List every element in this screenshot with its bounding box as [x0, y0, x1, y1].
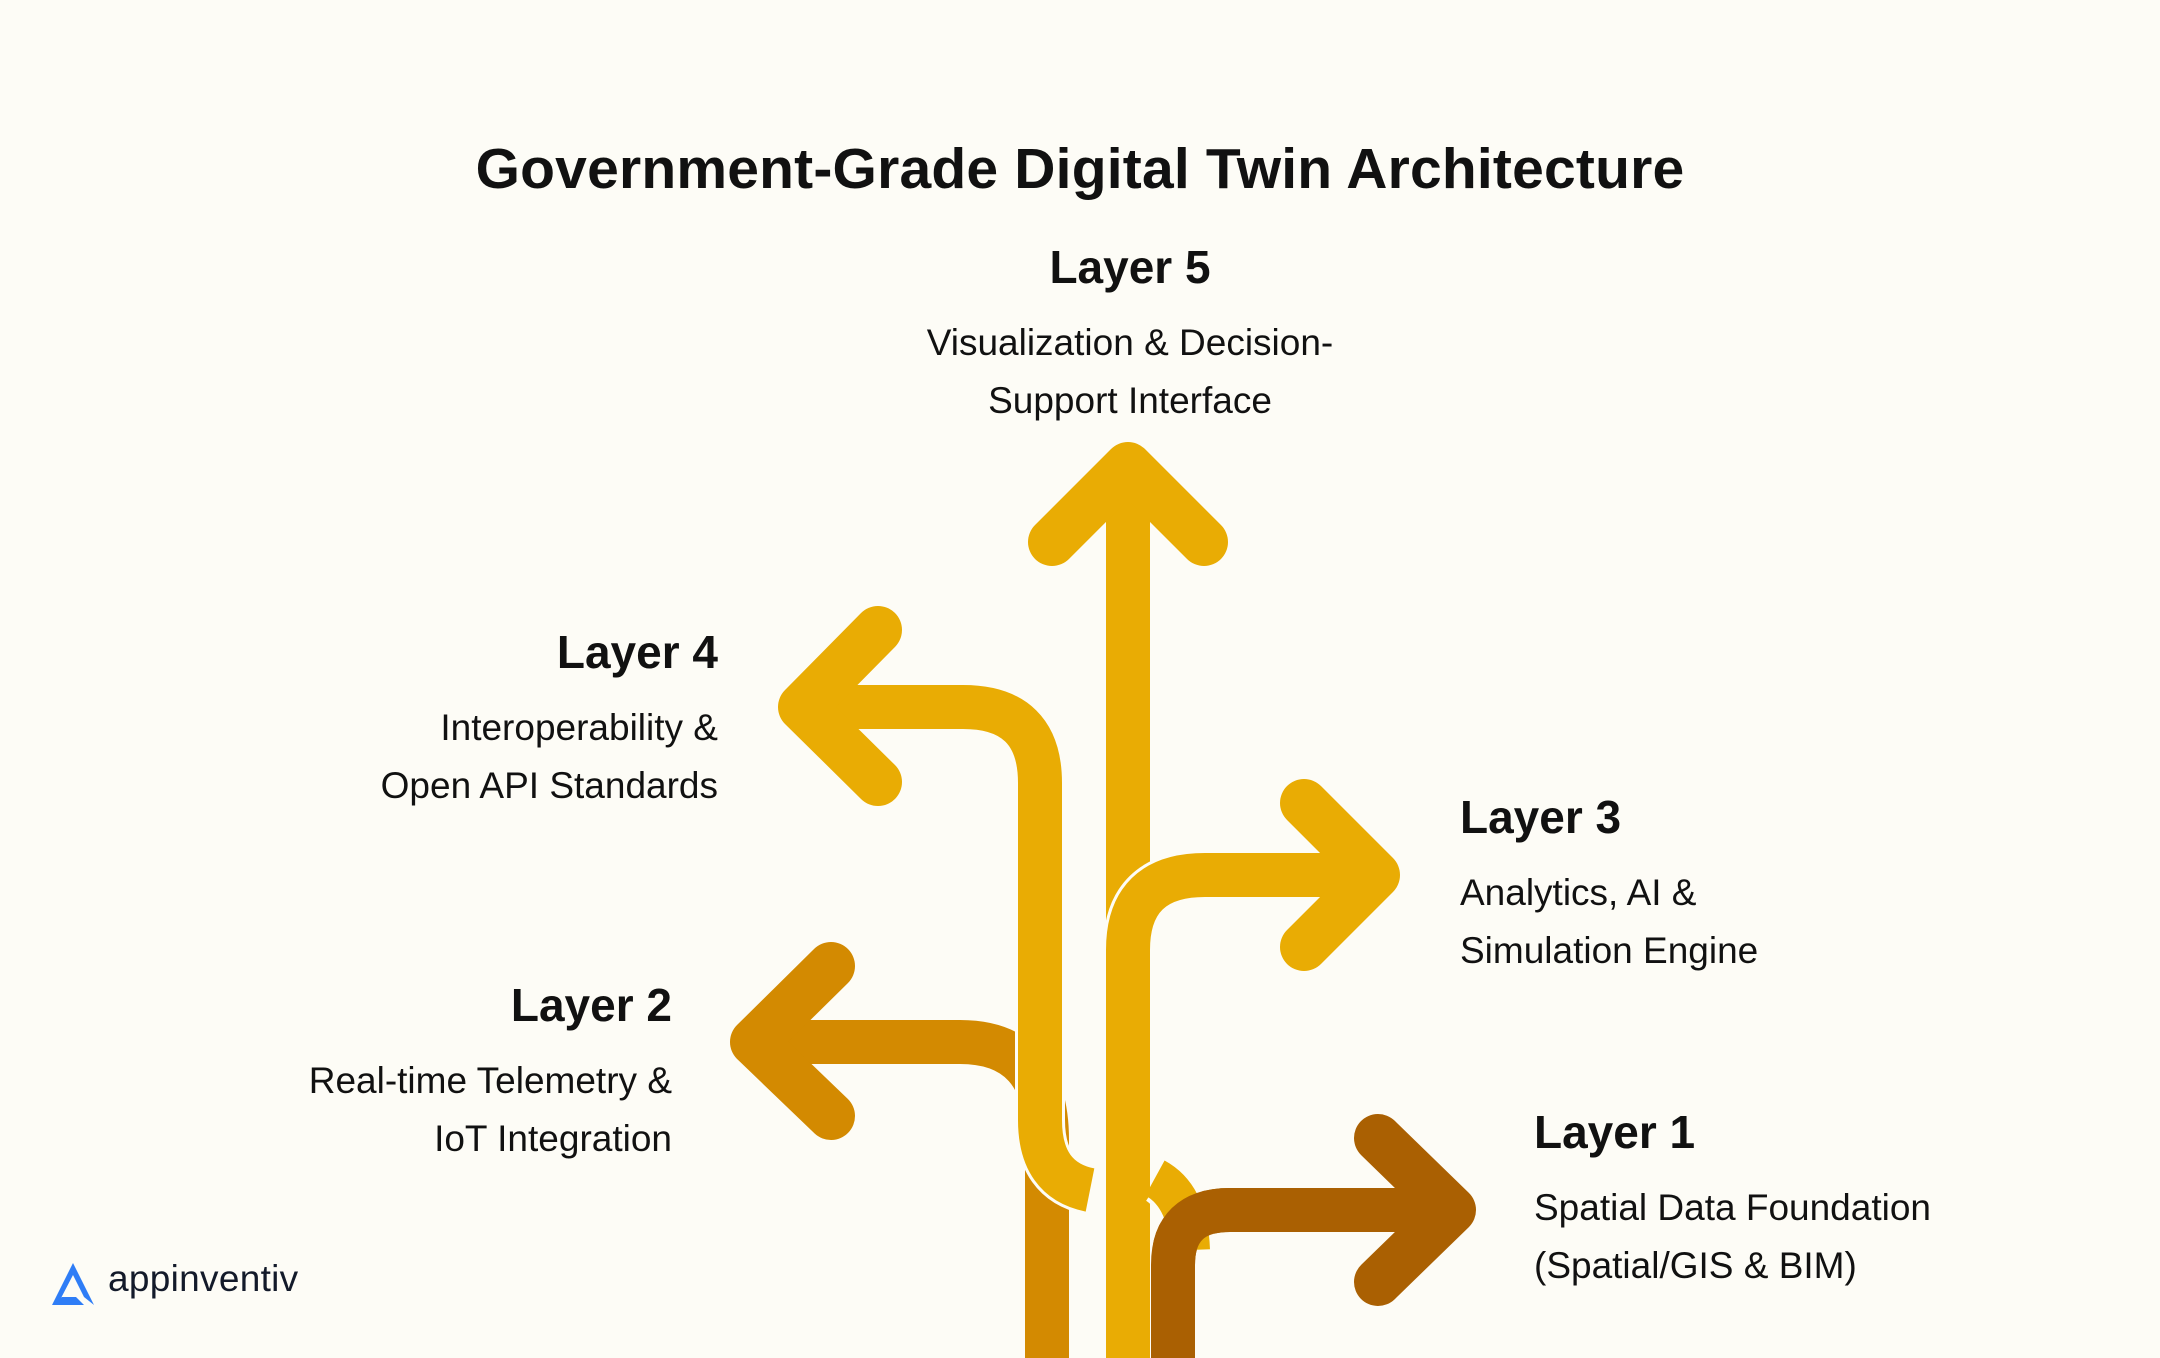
layer-5-block: Layer 5 Visualization & Decision- Suppor…: [830, 240, 1430, 430]
layer-1-line-2: (Spatial/GIS & BIM): [1534, 1245, 1857, 1286]
layer-4-arrow: [778, 606, 1097, 1215]
layer-1-block: Layer 1 Spatial Data Foundation (Spatial…: [1534, 1105, 2094, 1295]
layer-3-heading: Layer 3: [1460, 791, 1622, 843]
layer-1-heading: Layer 1: [1534, 1106, 1696, 1158]
weave-segment: [1144, 1159, 1440, 1358]
layer-4-line-2: Open API Standards: [380, 765, 718, 806]
layer-2-line-1: Real-time Telemetry &: [308, 1060, 672, 1101]
layer-5-line-1: Visualization & Decision-: [926, 322, 1334, 363]
layer-4-block: Layer 4 Interoperability & Open API Stan…: [250, 625, 718, 815]
layer-3-line-2: Simulation Engine: [1460, 930, 1759, 971]
layer-4-line-1: Interoperability &: [440, 707, 718, 748]
layer-2-block: Layer 2 Real-time Telemetry & IoT Integr…: [200, 978, 672, 1168]
layer-3-line-1: Analytics, AI &: [1460, 872, 1697, 913]
layer-5-heading: Layer 5: [1049, 241, 1211, 293]
layer-3-block: Layer 3 Analytics, AI & Simulation Engin…: [1460, 790, 1940, 980]
appinventiv-logo-icon: [52, 1263, 94, 1305]
layer-1-line-1: Spatial Data Foundation: [1534, 1187, 1931, 1228]
appinventiv-logo[interactable]: appinventiv: [46, 1253, 299, 1311]
layer-2-arrow: [730, 942, 1073, 1358]
layer-2-line-2: IoT Integration: [434, 1118, 672, 1159]
layer-2-heading: Layer 2: [510, 979, 672, 1031]
diagram-title: Government-Grade Digital Twin Architectu…: [475, 137, 1685, 202]
layer-3-arrow: [1103, 779, 1400, 1358]
layer-4-heading: Layer 4: [556, 626, 718, 678]
appinventiv-logo-text: appinventiv: [108, 1258, 299, 1299]
layer-5-line-2: Support Interface: [988, 380, 1272, 421]
